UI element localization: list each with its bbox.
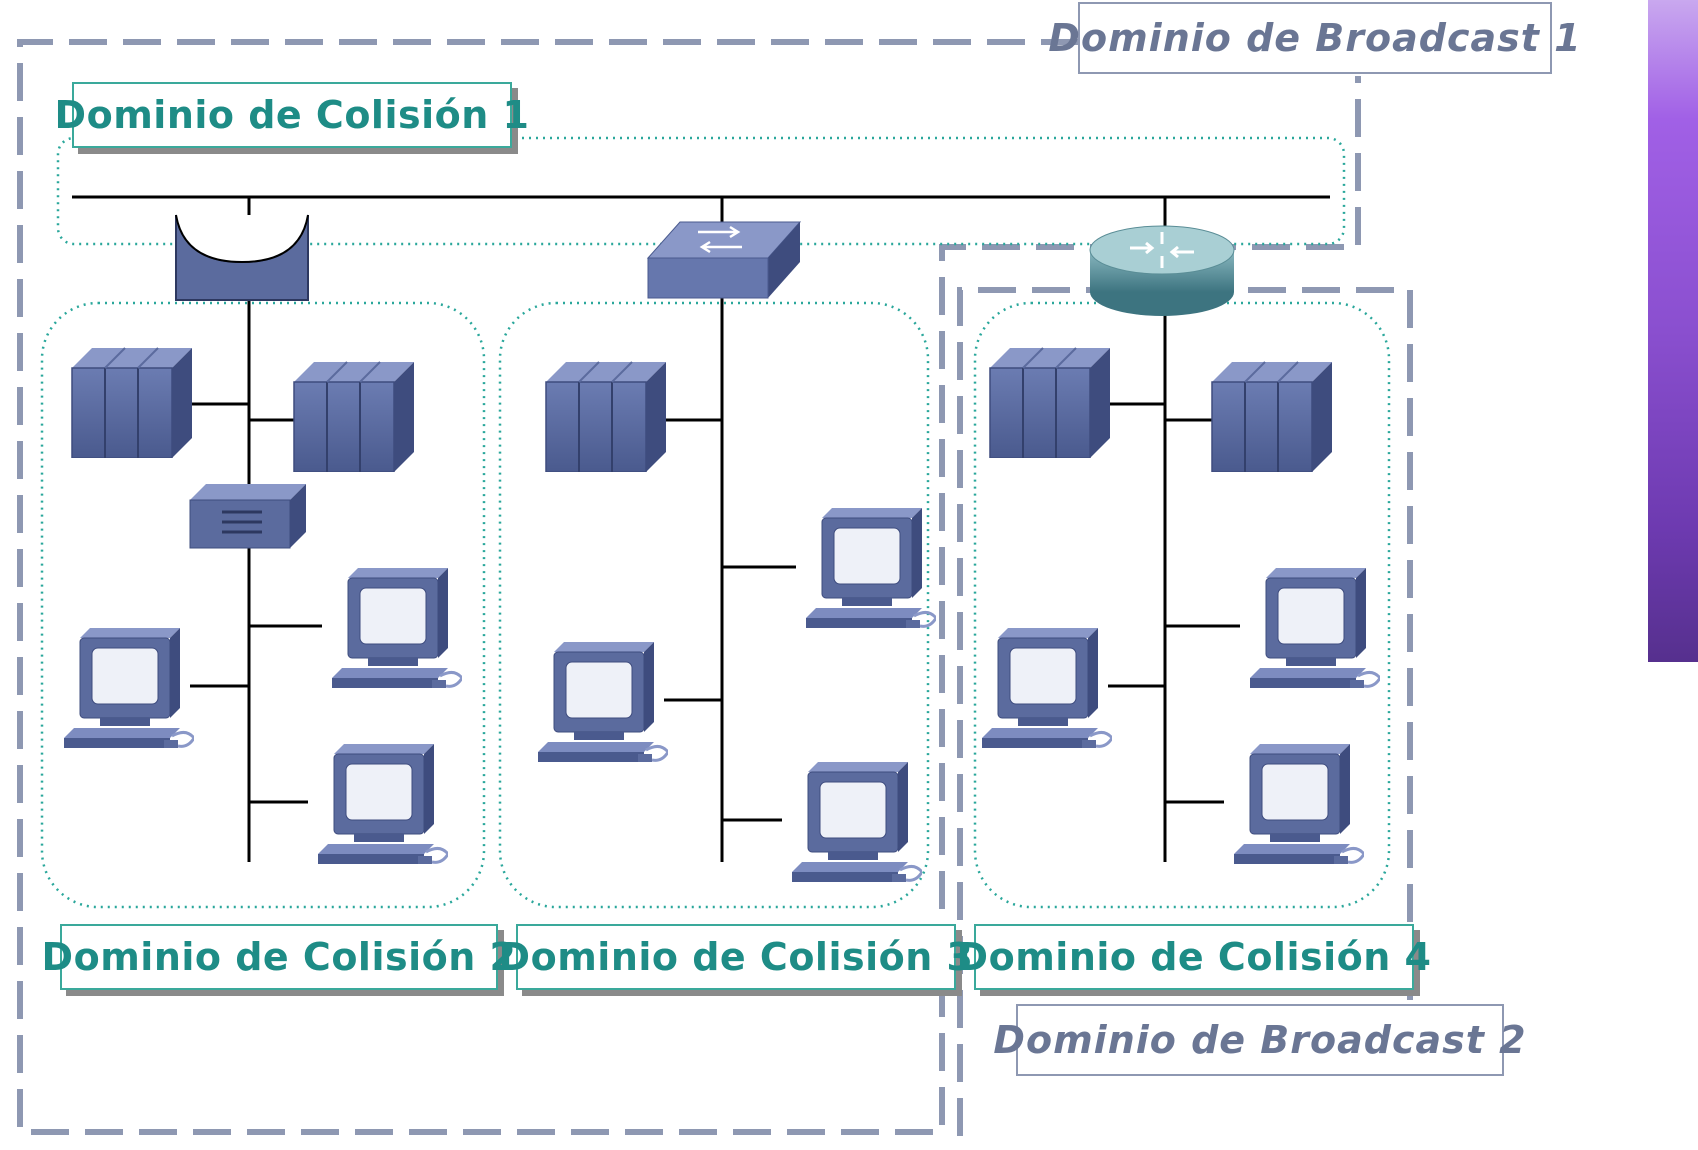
- workstation-icon: [790, 762, 922, 882]
- hub-icon: [175, 214, 309, 301]
- collision-domain-3-region: [498, 301, 930, 909]
- workstation-icon: [330, 568, 462, 688]
- server-icon: [71, 347, 192, 458]
- collision-domain-4-label: Dominio de Colisión 4: [957, 924, 1431, 990]
- broadcast-domain-1-border: [17, 39, 1361, 1135]
- server-icon: [1211, 361, 1332, 472]
- workstation-icon: [1248, 568, 1380, 688]
- workstation-icon: [316, 744, 448, 864]
- broadcast-domain-2-label: Dominio de Broadcast 2: [993, 1004, 1526, 1076]
- collision-domain-2-label: Dominio de Colisión 2: [42, 924, 516, 990]
- broadcast-domain-2-border: [957, 287, 1413, 1136]
- collision-domain-3-label: Dominio de Colisión 3: [499, 924, 973, 990]
- workstation-icon: [980, 628, 1112, 748]
- server-icon: [989, 347, 1110, 458]
- accent-bar: [1648, 0, 1698, 662]
- collision-domain-1-label: Dominio de Colisión 1: [55, 82, 529, 148]
- router-icon: [1089, 225, 1235, 316]
- workstation-icon: [1232, 744, 1364, 864]
- collision-domain-4-region: [973, 301, 1391, 909]
- workstation-icon: [536, 642, 668, 762]
- workstation-icon: [804, 508, 936, 628]
- collision-domain-2-region: [40, 301, 486, 909]
- bridge-icon: [189, 484, 306, 549]
- server-icon: [293, 361, 414, 472]
- workstation-icon: [62, 628, 194, 748]
- broadcast-domain-1-label: Dominio de Broadcast 1: [1048, 2, 1581, 74]
- switch-icon: [646, 221, 802, 299]
- server-icon: [545, 361, 666, 472]
